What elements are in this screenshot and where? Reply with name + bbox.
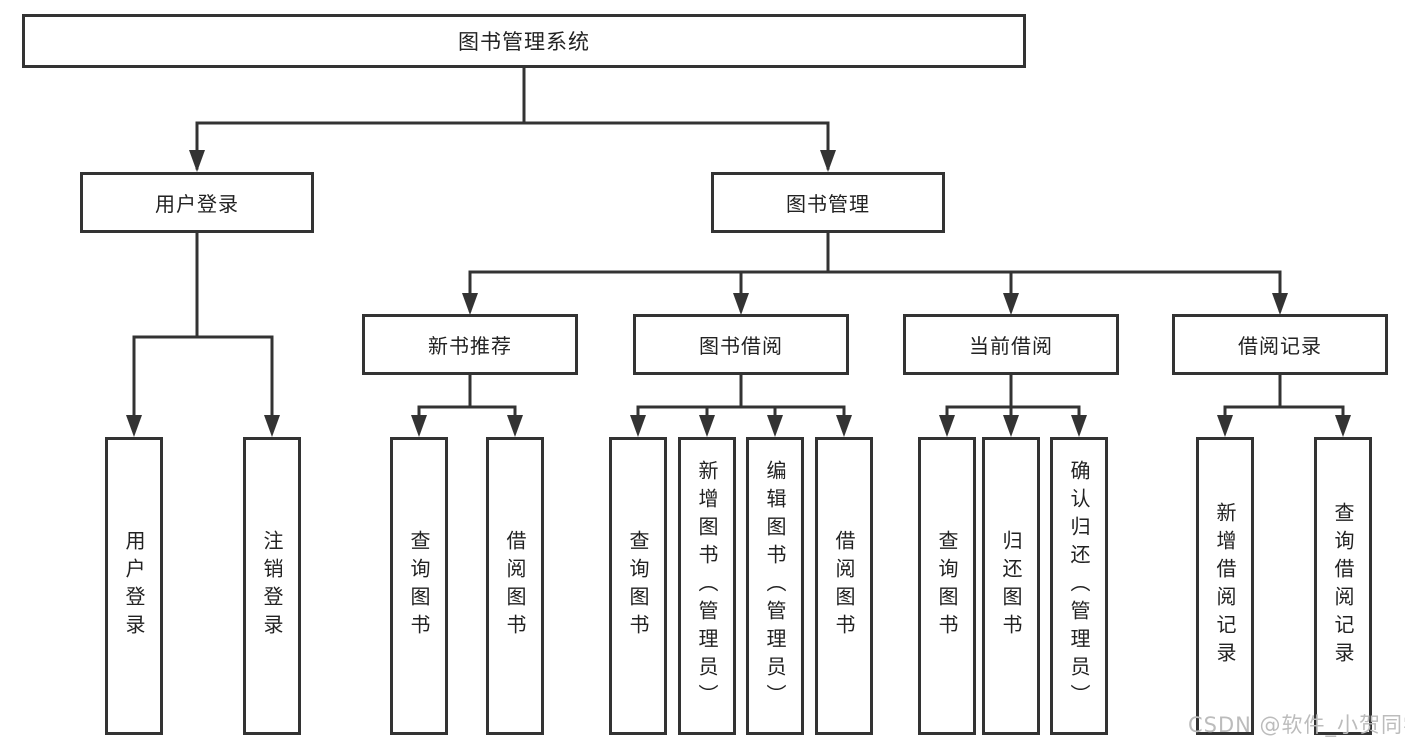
leaf-edit-book-admin-label: 编辑图书（管理员） [763,460,787,712]
leaf-borrow-query-books-label: 查询图书 [626,530,650,642]
leaf-current-query-books-label: 查询图书 [935,530,959,642]
leaf-add-book-admin-label: 新增图书（管理员） [695,460,719,712]
node-book-management: 图书管理 [711,172,945,233]
leaf-borrow-books-label: 借阅图书 [832,530,856,642]
node-book-borrow: 图书借阅 [633,314,849,375]
leaf-return-books-label: 归还图书 [999,530,1023,642]
node-borrow-records-label: 借阅记录 [1238,334,1322,358]
leaf-add-book-admin: 新增图书（管理员） [678,437,736,735]
leaf-confirm-return-admin: 确认归还（管理员） [1050,437,1108,735]
leaf-borrow-books: 借阅图书 [815,437,873,735]
leaf-current-query-books: 查询图书 [918,437,976,735]
leaf-recommend-borrow-books: 借阅图书 [486,437,544,735]
node-borrow-records: 借阅记录 [1172,314,1388,375]
leaf-user-login: 用户登录 [105,437,163,735]
leaf-edit-book-admin: 编辑图书（管理员） [746,437,804,735]
node-root-system: 图书管理系统 [22,14,1026,68]
node-new-book-recommend-label: 新书推荐 [428,334,512,358]
leaf-logout-label: 注销登录 [260,530,284,642]
node-current-borrow-label: 当前借阅 [969,334,1053,358]
node-user-login: 用户登录 [80,172,314,233]
leaf-logout: 注销登录 [243,437,301,735]
leaf-query-borrow-record-label: 查询借阅记录 [1331,502,1355,670]
leaf-query-borrow-record: 查询借阅记录 [1314,437,1372,735]
node-current-borrow: 当前借阅 [903,314,1119,375]
csdn-watermark: CSDN @软件_小贺同学 [1188,713,1405,737]
leaf-recommend-query-books: 查询图书 [390,437,448,735]
leaf-borrow-query-books: 查询图书 [609,437,667,735]
leaf-user-login-label: 用户登录 [122,530,146,642]
leaf-confirm-return-admin-label: 确认归还（管理员） [1067,460,1091,712]
leaf-recommend-borrow-books-label: 借阅图书 [503,530,527,642]
node-user-login-label: 用户登录 [155,192,239,216]
leaf-return-books: 归还图书 [982,437,1040,735]
node-book-management-label: 图书管理 [786,192,870,216]
leaf-add-borrow-record-label: 新增借阅记录 [1213,502,1237,670]
leaf-recommend-query-books-label: 查询图书 [407,530,431,642]
node-new-book-recommend: 新书推荐 [362,314,578,375]
node-root-system-label: 图书管理系统 [458,30,590,54]
leaf-add-borrow-record: 新增借阅记录 [1196,437,1254,735]
node-book-borrow-label: 图书借阅 [699,334,783,358]
